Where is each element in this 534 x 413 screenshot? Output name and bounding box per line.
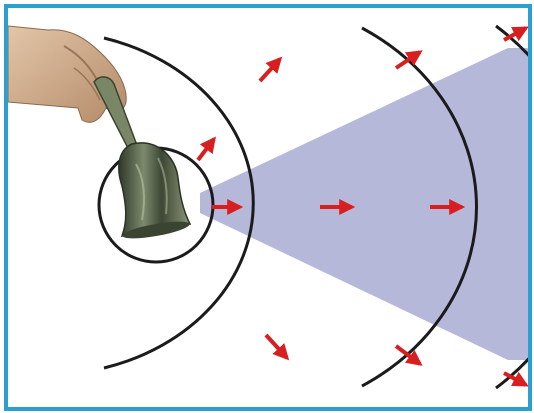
arrow-wave1-upper [260, 59, 280, 81]
sound-wave-diagram [8, 8, 528, 407]
sound-beam [200, 48, 528, 360]
bell-illustration [94, 77, 191, 242]
diagram-frame [4, 4, 532, 411]
arrow-inner-upper [198, 139, 214, 160]
arrow-wave1-lower [266, 335, 287, 358]
